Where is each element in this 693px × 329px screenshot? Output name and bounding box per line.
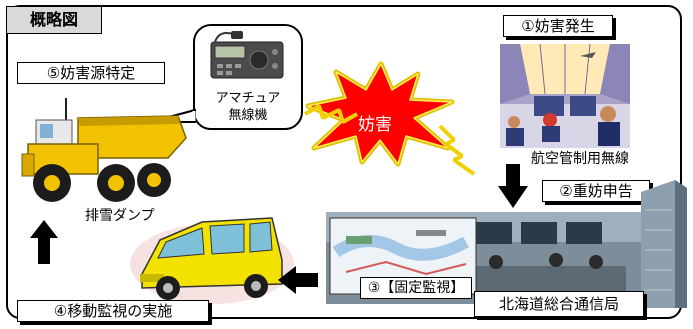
zigzag-left <box>304 104 358 124</box>
arrow-down <box>498 164 528 208</box>
radio-caption-line1: アマチュア <box>215 91 281 106</box>
bureau-label: 北海道総合通信局 <box>474 291 644 317</box>
dump-truck-icon <box>21 98 187 202</box>
arrow-left <box>278 266 318 294</box>
radio-caption-line2: 無線機 <box>228 108 268 123</box>
radio-caption: アマチュア 無線機 <box>195 90 301 124</box>
monitoring-center-image <box>326 212 653 304</box>
diagram-title: 概略図 <box>6 6 102 34</box>
interference-label: 妨害 <box>358 115 392 135</box>
step3-label: ③【固定監視】 <box>360 277 472 299</box>
zigzag-right <box>438 124 476 176</box>
monitoring-van-icon <box>130 217 294 304</box>
step4-label: ④移動監視の実施 <box>17 300 209 322</box>
step5-label: ⑤妨害源特定 <box>17 62 165 84</box>
step1-label: ①妨害発生 <box>503 15 613 37</box>
interference-burst-icon <box>305 61 455 167</box>
amateur-radio-icon <box>210 31 284 79</box>
arrow-up <box>30 220 58 264</box>
bureau-building-icon <box>641 180 687 308</box>
atc-caption: 航空管制用無線 <box>531 151 629 167</box>
dump-truck-caption: 排雪ダンプ <box>85 208 155 224</box>
atc-control-room-image <box>500 43 630 148</box>
radio-bubble: アマチュア 無線機 <box>193 24 303 130</box>
step2-label: ②重妨申告 <box>542 180 650 202</box>
